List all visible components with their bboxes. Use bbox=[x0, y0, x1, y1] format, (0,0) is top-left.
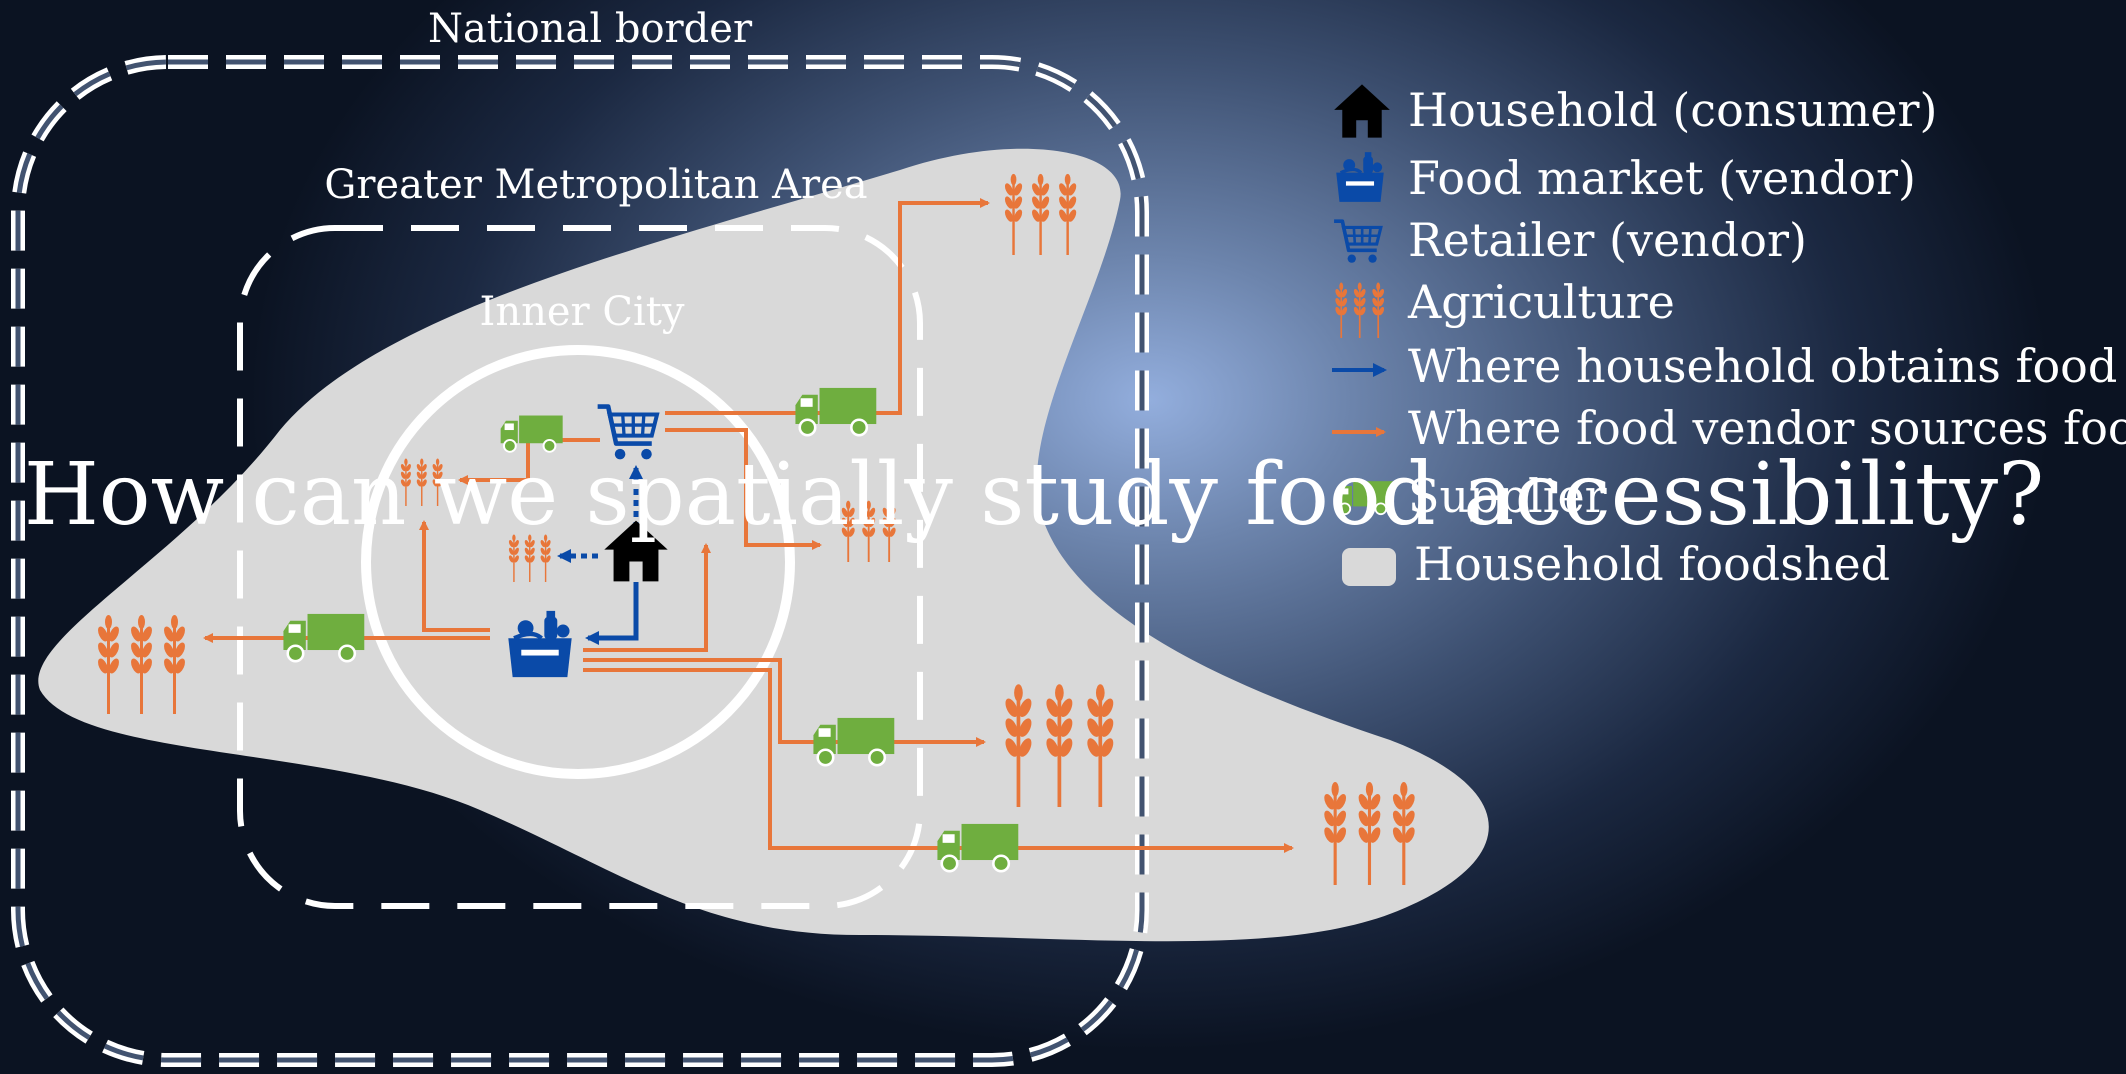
metro-border bbox=[237, 225, 923, 909]
legend-market-basket-icon bbox=[1334, 150, 1386, 204]
national-border-label: National border bbox=[428, 6, 753, 52]
legend-label-retailer: Retailer (vendor) bbox=[1408, 213, 1807, 267]
legend-shopping-cart-icon bbox=[1332, 219, 1383, 265]
wheat-icon bbox=[1322, 782, 1417, 885]
legend-house-icon bbox=[1334, 84, 1390, 138]
market-to-inner-farm-arrow bbox=[419, 520, 490, 632]
legend: Household (consumer) Food market (vendor… bbox=[1332, 83, 2126, 591]
market-to-far-farm-arrow bbox=[583, 668, 1294, 853]
household-to-market-arrow bbox=[585, 582, 639, 645]
legend-label-household: Household (consumer) bbox=[1408, 83, 1937, 137]
legend-label-foodshed: Household foodshed bbox=[1414, 537, 1890, 591]
inner-city-border bbox=[361, 345, 795, 779]
household-obtain-arrows bbox=[557, 465, 643, 645]
legend-wheat-icon bbox=[1334, 283, 1385, 338]
inner-city-label: Inner City bbox=[480, 289, 685, 335]
wheat-icon bbox=[1003, 174, 1078, 255]
legend-label-agriculture: Agriculture bbox=[1407, 275, 1675, 329]
market-to-metro-farm-arrow bbox=[583, 543, 711, 652]
cart-to-metro-farm-arrow bbox=[665, 428, 822, 550]
cart-to-north-farm-arrow bbox=[665, 198, 990, 415]
page-title: How can we spatially study food accessib… bbox=[24, 445, 2044, 545]
legend-foodshed-swatch-icon bbox=[1342, 548, 1396, 586]
legend-label-supplier: Supplier bbox=[1408, 469, 1607, 523]
wheat-icon bbox=[96, 615, 187, 714]
legend-label-vendor-sources: Where food vendor sources food bbox=[1408, 401, 2126, 455]
metro-label: Greater Metropolitan Area bbox=[324, 162, 867, 208]
legend-label-food-market: Food market (vendor) bbox=[1408, 151, 1916, 205]
legend-label-household-obtains: Where household obtains food bbox=[1408, 339, 2117, 393]
wheat-icon bbox=[1003, 684, 1116, 807]
cart-to-local-truck-arrow bbox=[458, 438, 600, 485]
